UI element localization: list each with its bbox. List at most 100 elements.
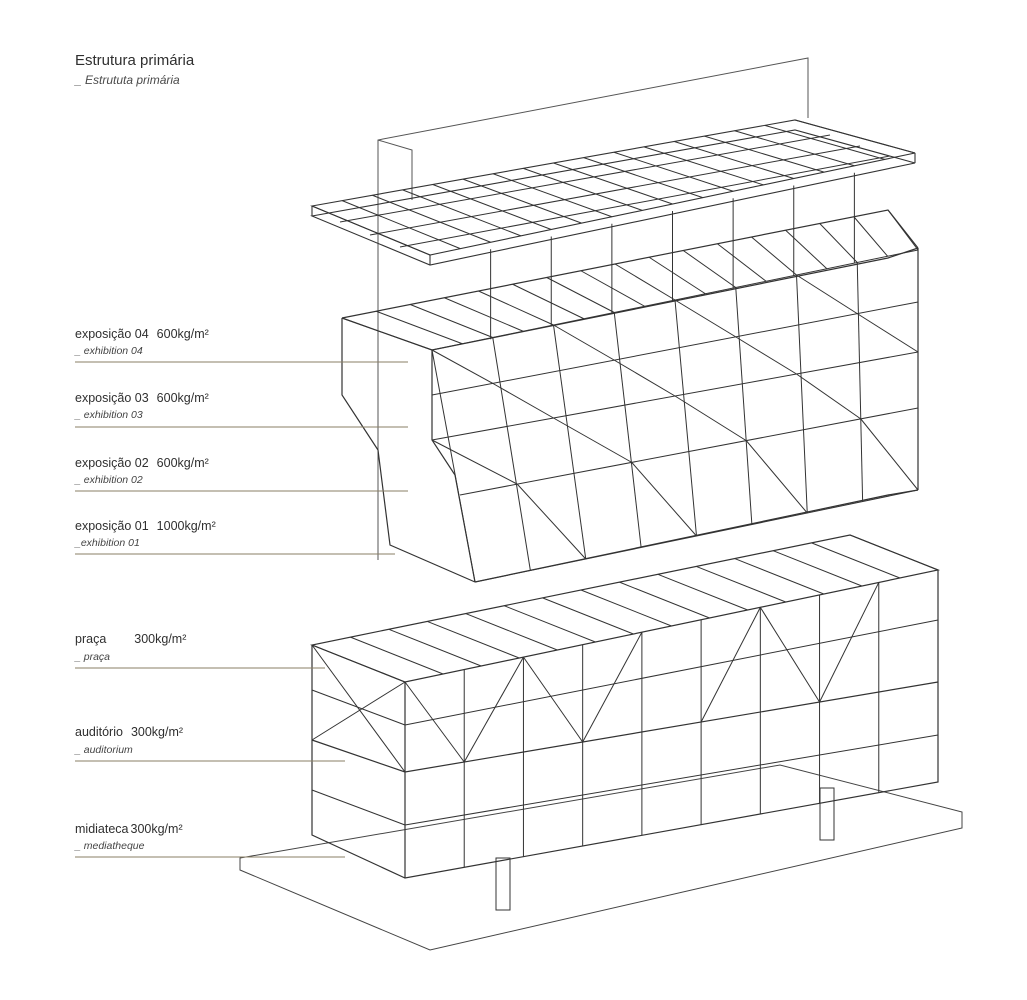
- lower-deck-beam: [427, 620, 520, 659]
- lower-deck-beam: [772, 550, 863, 587]
- lower-deck-beam: [811, 542, 901, 579]
- roof-stringer: [399, 155, 891, 248]
- upper-deck-beam: [614, 263, 676, 301]
- level-sub-exhibition-01: _exhibition 01: [75, 537, 140, 549]
- lower-floor-edge: [404, 619, 939, 726]
- level-load: 600kg/m²: [156, 327, 209, 341]
- upper-brace: [492, 382, 554, 419]
- diagram-title: Estrutura primária: [75, 52, 195, 69]
- lower-brace: [523, 656, 584, 743]
- upper-block: [341, 209, 919, 583]
- roof-beam: [704, 135, 825, 173]
- upper-column: [796, 274, 808, 514]
- lower-deck-beam: [503, 605, 596, 643]
- lower-brace: [311, 681, 406, 741]
- level-name: exposição 01: [75, 519, 149, 533]
- lower-deck-beam: [388, 628, 482, 667]
- upper-deck-beam: [341, 317, 433, 351]
- roof-beams: [311, 119, 916, 340]
- level-sub-exhibition-03: _ exhibition 03: [75, 409, 143, 421]
- pilotis: [495, 787, 835, 911]
- level-label-exposicao-01: exposição 01 1000kg/m²: [75, 519, 216, 533]
- upper-column: [856, 262, 864, 502]
- level-name: praça: [75, 632, 107, 646]
- diagram-subtitle: _ Estrututa primária: [75, 73, 180, 87]
- upper-brace: [431, 349, 493, 384]
- roof-stringer: [369, 145, 861, 236]
- roof-beam: [734, 130, 855, 167]
- upper-deck-beam: [444, 297, 524, 332]
- upper-deck-beam: [648, 256, 706, 295]
- roof-beam: [523, 167, 643, 211]
- upper-brace: [516, 483, 587, 560]
- ground-slab: [239, 764, 963, 951]
- upper-column: [431, 349, 476, 583]
- lower-deck-beam: [465, 613, 558, 651]
- roof-beam: [643, 146, 764, 186]
- upper-deck-beam: [887, 209, 919, 251]
- upper-deck-beam: [410, 304, 493, 338]
- level-load: 300kg/m²: [130, 725, 184, 739]
- lower-deck-beam: [542, 597, 634, 635]
- upper-column: [613, 312, 642, 548]
- lower-brace: [311, 644, 406, 773]
- lower-brace: [759, 607, 820, 703]
- lower-floor-edge: [311, 689, 406, 726]
- level-load: 300kg/m²: [130, 822, 183, 836]
- roof-beam: [613, 151, 734, 192]
- upper-deck-beam: [375, 310, 463, 345]
- lower-deck-beam: [311, 644, 406, 683]
- upper-brace: [796, 274, 858, 315]
- level-name: auditório: [75, 725, 123, 739]
- roof-stringer: [339, 134, 831, 223]
- upper-brace: [613, 359, 676, 397]
- lower-deck-beam: [696, 565, 786, 603]
- level-load: 600kg/m²: [156, 391, 209, 405]
- roof-beam: [372, 194, 491, 243]
- upper-column: [492, 337, 531, 571]
- upper-brace: [745, 440, 808, 514]
- upper-brace: [553, 417, 632, 463]
- level-load: 1000kg/m²: [156, 519, 216, 533]
- upper-deck-beam: [717, 243, 767, 282]
- upper-brace: [674, 395, 747, 442]
- lower-floor-edge: [311, 789, 406, 826]
- upper-frame-grid: [341, 209, 919, 583]
- upper-column: [735, 287, 753, 525]
- lower-brace: [700, 607, 761, 723]
- level-name: exposição 03: [75, 391, 149, 405]
- upper-column: [553, 324, 587, 560]
- upper-column: [674, 299, 697, 537]
- roof-beam: [492, 173, 613, 218]
- upper-brace: [631, 462, 697, 537]
- level-sub-praca: _ praça: [75, 651, 111, 663]
- lower-deck-beam: [350, 636, 444, 675]
- roof-beam: [553, 162, 673, 205]
- lower-block: [309, 534, 941, 879]
- lower-deck-beam: [619, 581, 710, 619]
- roof-beam: [341, 200, 461, 250]
- lower-deck-beam: [580, 589, 672, 627]
- upper-floor-edge: [431, 301, 919, 396]
- upper-deck-beam: [751, 236, 797, 276]
- upper-brace: [856, 313, 919, 353]
- roof-beam: [764, 124, 885, 160]
- level-sub-exhibition-02: _ exhibition 02: [75, 474, 143, 486]
- upper-deck-beam: [785, 229, 828, 270]
- core-tower: [377, 57, 809, 560]
- upper-brace: [674, 299, 737, 338]
- roof-beam: [311, 205, 431, 256]
- leader-lines: [75, 361, 408, 858]
- lower-floor-edge: [404, 734, 939, 826]
- lower-brace: [463, 656, 524, 763]
- level-sub-auditorium: _ auditorium: [75, 744, 133, 756]
- level-name: midiateca: [75, 822, 129, 836]
- upper-brace: [735, 336, 797, 375]
- level-label-exposicao-03: exposição 03 600kg/m²: [75, 391, 209, 405]
- upper-deck-beam: [819, 223, 858, 263]
- upper-deck-beam: [512, 283, 585, 320]
- level-load: 600kg/m²: [156, 456, 209, 470]
